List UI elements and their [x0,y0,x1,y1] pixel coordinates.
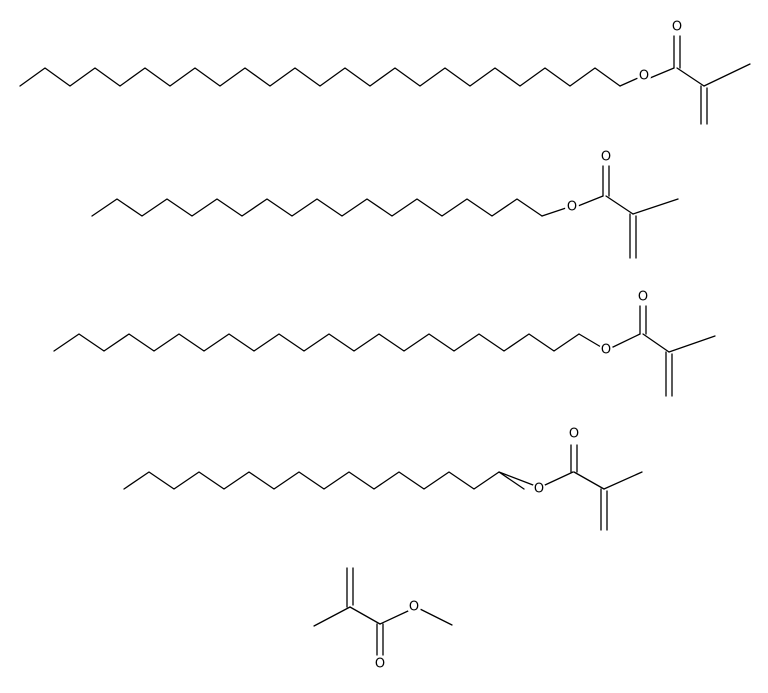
alpha-methyl-bond [313,606,351,627]
acyl-o-bond [379,610,409,625]
acyl-to-alpha-bond [605,195,634,215]
molecule-methyl-methacrylate: O O [313,567,453,672]
carbonyl-oxygen-label: O [638,290,648,305]
ester-oxygen-label: O [409,600,419,615]
o-acyl-bond [544,471,574,486]
o-acyl-bond [577,195,604,207]
o-alkyl-bond [619,77,639,87]
carbonyl-oxygen-label: O [375,657,385,672]
acyl-to-alpha-bond [676,67,705,87]
o-methyl-bond [419,608,453,626]
carbonyl-oxygen-label: O [569,427,579,442]
alkyl-chain [53,333,580,352]
alpha-methyl-bond [603,471,643,490]
alkyl-chain [123,471,525,490]
acyl-to-alpha-bond [573,471,605,490]
ester-oxygen-label: O [567,200,577,215]
alpha-methyl-bond [703,63,751,87]
o-acyl-bond [610,333,641,349]
alpha-to-acyl-bond [349,606,381,625]
molecule-2-methacrylate: O O [91,150,679,259]
acyl-to-alpha-bond [642,333,670,353]
ester-oxygen-label: O [639,69,649,84]
ester-oxygen-label: O [601,343,611,358]
alpha-methyl-bond [632,198,679,215]
carbonyl-oxygen-label: O [672,20,682,35]
alkyl-chain [19,67,621,87]
o-acyl-bond [649,67,675,79]
o-alkyl-bond [578,333,602,348]
molecule-octadecyl-methacrylate: O O [19,20,751,125]
o-alkyl-bond [541,207,567,217]
molecule-4-methacrylate: O O [123,427,643,531]
o-alkyl-bond [498,471,534,486]
alpha-methyl-bond [668,335,716,353]
alkyl-chain [91,198,543,217]
molecule-3-methacrylate: O O [53,290,716,397]
ester-oxygen-label: O [534,482,544,497]
carbonyl-oxygen-label: O [601,150,611,165]
